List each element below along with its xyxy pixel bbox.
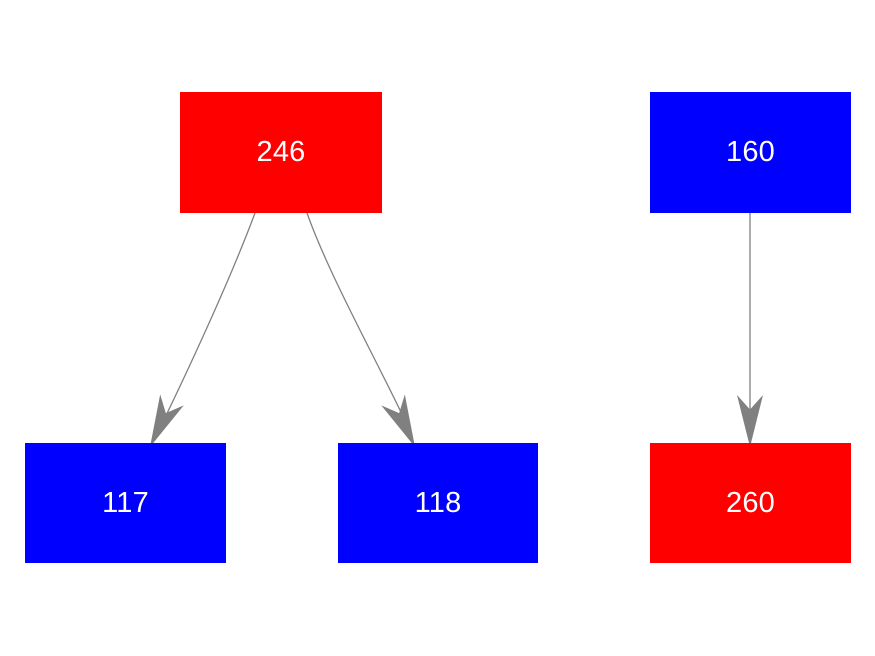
node-label: 246 bbox=[256, 136, 306, 168]
node-label: 160 bbox=[726, 136, 775, 168]
graph-node-118[interactable]: 118 bbox=[338, 443, 538, 563]
graph-node-260[interactable]: 260 bbox=[650, 443, 851, 563]
graph-node-246[interactable]: 246 bbox=[180, 92, 382, 213]
node-label: 117 bbox=[102, 486, 149, 519]
graph-node-117[interactable]: 117 bbox=[25, 443, 226, 563]
edges-group bbox=[150, 212, 763, 447]
node-label: 260 bbox=[726, 486, 775, 519]
arrowhead-icon bbox=[150, 394, 184, 447]
arrowhead-icon bbox=[737, 395, 763, 447]
node-label: 118 bbox=[414, 486, 462, 519]
edge-line bbox=[306, 212, 409, 428]
edge-line bbox=[159, 212, 256, 429]
arrowhead-icon bbox=[381, 394, 415, 447]
graph-node-160[interactable]: 160 bbox=[650, 92, 851, 213]
